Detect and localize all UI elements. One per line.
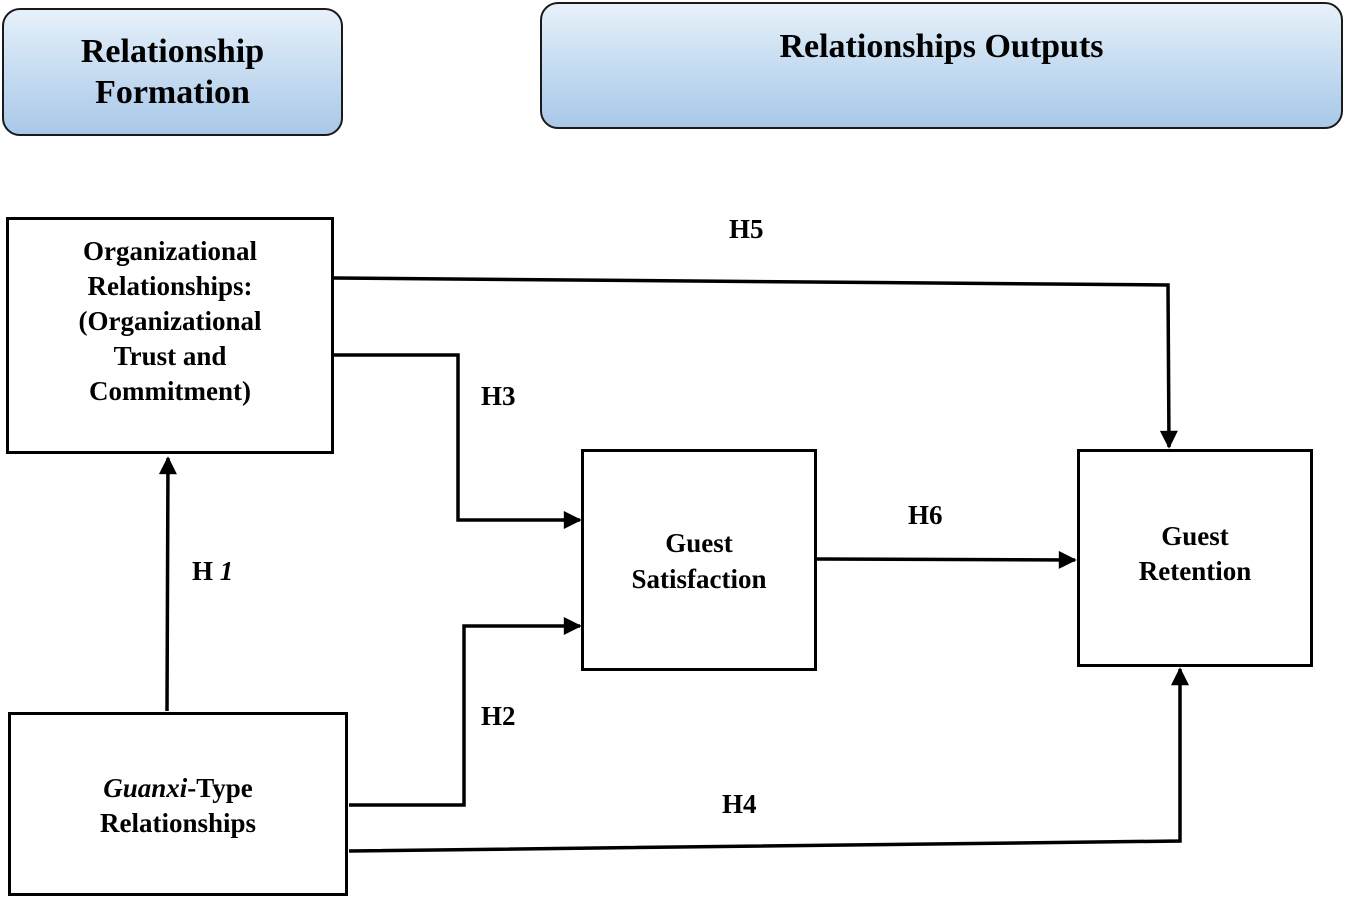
hypothesis-h5-label: H5 <box>729 214 764 244</box>
guest-retention-box: Guest Retention <box>1077 449 1313 667</box>
arrow-h5 <box>333 276 1178 449</box>
arrow-h4 <box>348 667 1189 853</box>
satisfaction-line2: Satisfaction <box>631 563 767 594</box>
relationships-outputs-header: Relationships Outputs <box>540 2 1343 129</box>
hypothesis-h6-label: H6 <box>908 500 943 530</box>
guanxi-line1: Guanxi-Type <box>100 771 256 806</box>
org-line3: (Organizational <box>78 305 262 336</box>
arrow-h6 <box>816 550 1077 569</box>
guanxi-italic: Guanxi <box>103 772 188 803</box>
header-outputs-label: Relationships Outputs <box>779 28 1104 65</box>
header-formation-line1: Relationship <box>80 32 265 70</box>
relationship-formation-header: Relationship Formation <box>2 8 343 136</box>
guanxi-suffix: -Type <box>187 772 253 803</box>
org-line4: Trust and <box>113 341 227 372</box>
h1-prefix: H <box>192 556 214 586</box>
org-line5: Commitment) <box>89 376 251 407</box>
header-formation-line2: Formation <box>95 74 250 111</box>
guest-satisfaction-box: Guest Satisfaction <box>581 449 817 671</box>
arrow-h1 <box>158 456 177 712</box>
organizational-relationships-box: Organizational Relationships: (Organizat… <box>6 217 334 454</box>
guanxi-line2: Relationships <box>99 808 257 838</box>
org-line2: Relationships: <box>87 270 253 301</box>
arrow-h3 <box>334 353 582 529</box>
hypothesis-h4-label: H4 <box>722 789 757 819</box>
retention-line1: Guest <box>1161 520 1229 551</box>
hypothesis-h3-label: H3 <box>481 381 516 411</box>
guanxi-type-relationships-box: Guanxi-Type Relationships <box>8 712 348 896</box>
h1-number: 1 <box>219 556 234 586</box>
org-line1: Organizational <box>83 235 257 266</box>
hypothesis-h2-label: H2 <box>481 701 516 731</box>
satisfaction-line1: Guest <box>665 528 733 559</box>
hypothesis-h1-label: H 1 <box>192 556 233 587</box>
arrow-h2 <box>349 617 582 807</box>
retention-line2: Retention <box>1138 556 1252 586</box>
